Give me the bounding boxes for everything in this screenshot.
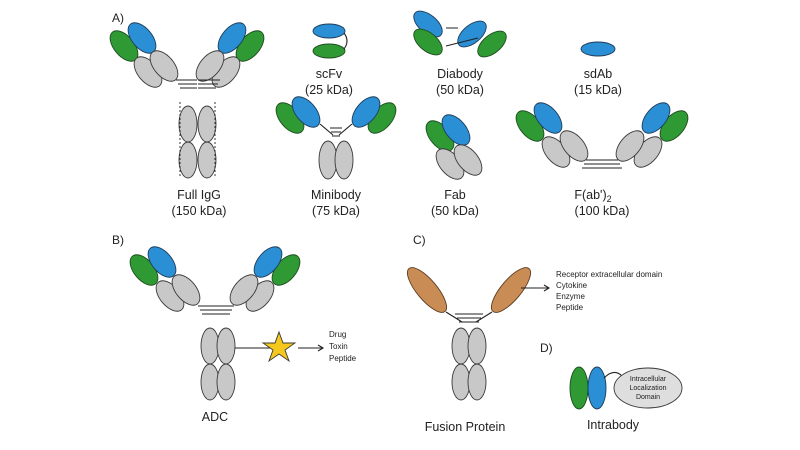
intrabody-tag-1: Localization (630, 385, 667, 392)
intrabody-tag-2: Domain (636, 394, 660, 401)
scfv-diagram (312, 23, 348, 59)
sdab-size: (15 kDa) (574, 83, 622, 97)
adc-name: ADC (202, 410, 228, 424)
fusion-partner-3: Peptide (556, 303, 584, 312)
adc-payload-2: Peptide (329, 354, 357, 363)
fusion-partner-0: Receptor extracellular domain (556, 270, 662, 279)
diabody-diagram (413, 10, 507, 58)
intrabody-diagram (569, 366, 683, 410)
adc-payload-1: Toxin (329, 342, 348, 351)
panel-label-c: C) (413, 233, 426, 247)
fusion-partner-1: Cytokine (556, 281, 588, 290)
panel-label-b: B) (112, 233, 124, 247)
intrabody-tag-0: Intracellular (630, 376, 667, 383)
fusion-partner-2: Enzyme (556, 292, 585, 301)
minibody-name: Minibody (311, 188, 362, 202)
scfv-size: (25 kDa) (305, 83, 353, 97)
full-igg-diagram (109, 22, 265, 179)
full-igg-size: (150 kDa) (172, 204, 227, 218)
diabody-size: (50 kDa) (436, 83, 484, 97)
adc-diagram (129, 246, 325, 401)
minibody-diagram (275, 96, 397, 180)
scfv-name: scFv (316, 67, 343, 81)
panel-label-a: A) (112, 11, 124, 25)
fusion-protein-diagram (406, 267, 551, 401)
payload-star-icon (261, 330, 297, 363)
fab-size: (50 kDa) (431, 204, 479, 218)
full-igg-name: Full IgG (177, 188, 221, 202)
fab2-name: F(ab')2 (574, 188, 611, 204)
panel-label-d: D) (540, 341, 553, 355)
sdab-name: sdAb (584, 67, 613, 81)
localization-domain-bubble (613, 367, 683, 409)
fab2-diagram (515, 102, 689, 169)
minibody-size: (75 kDa) (312, 204, 360, 218)
adc-payload-0: Drug (329, 330, 346, 339)
diabody-name: Diabody (437, 67, 484, 81)
fab-name: Fab (444, 188, 466, 202)
intrabody-name: Intrabody (587, 418, 640, 432)
sdab-diagram (580, 41, 616, 57)
fusion-name: Fusion Protein (425, 420, 506, 434)
fab2-size: (100 kDa) (575, 204, 630, 218)
fab-diagram (425, 114, 483, 180)
